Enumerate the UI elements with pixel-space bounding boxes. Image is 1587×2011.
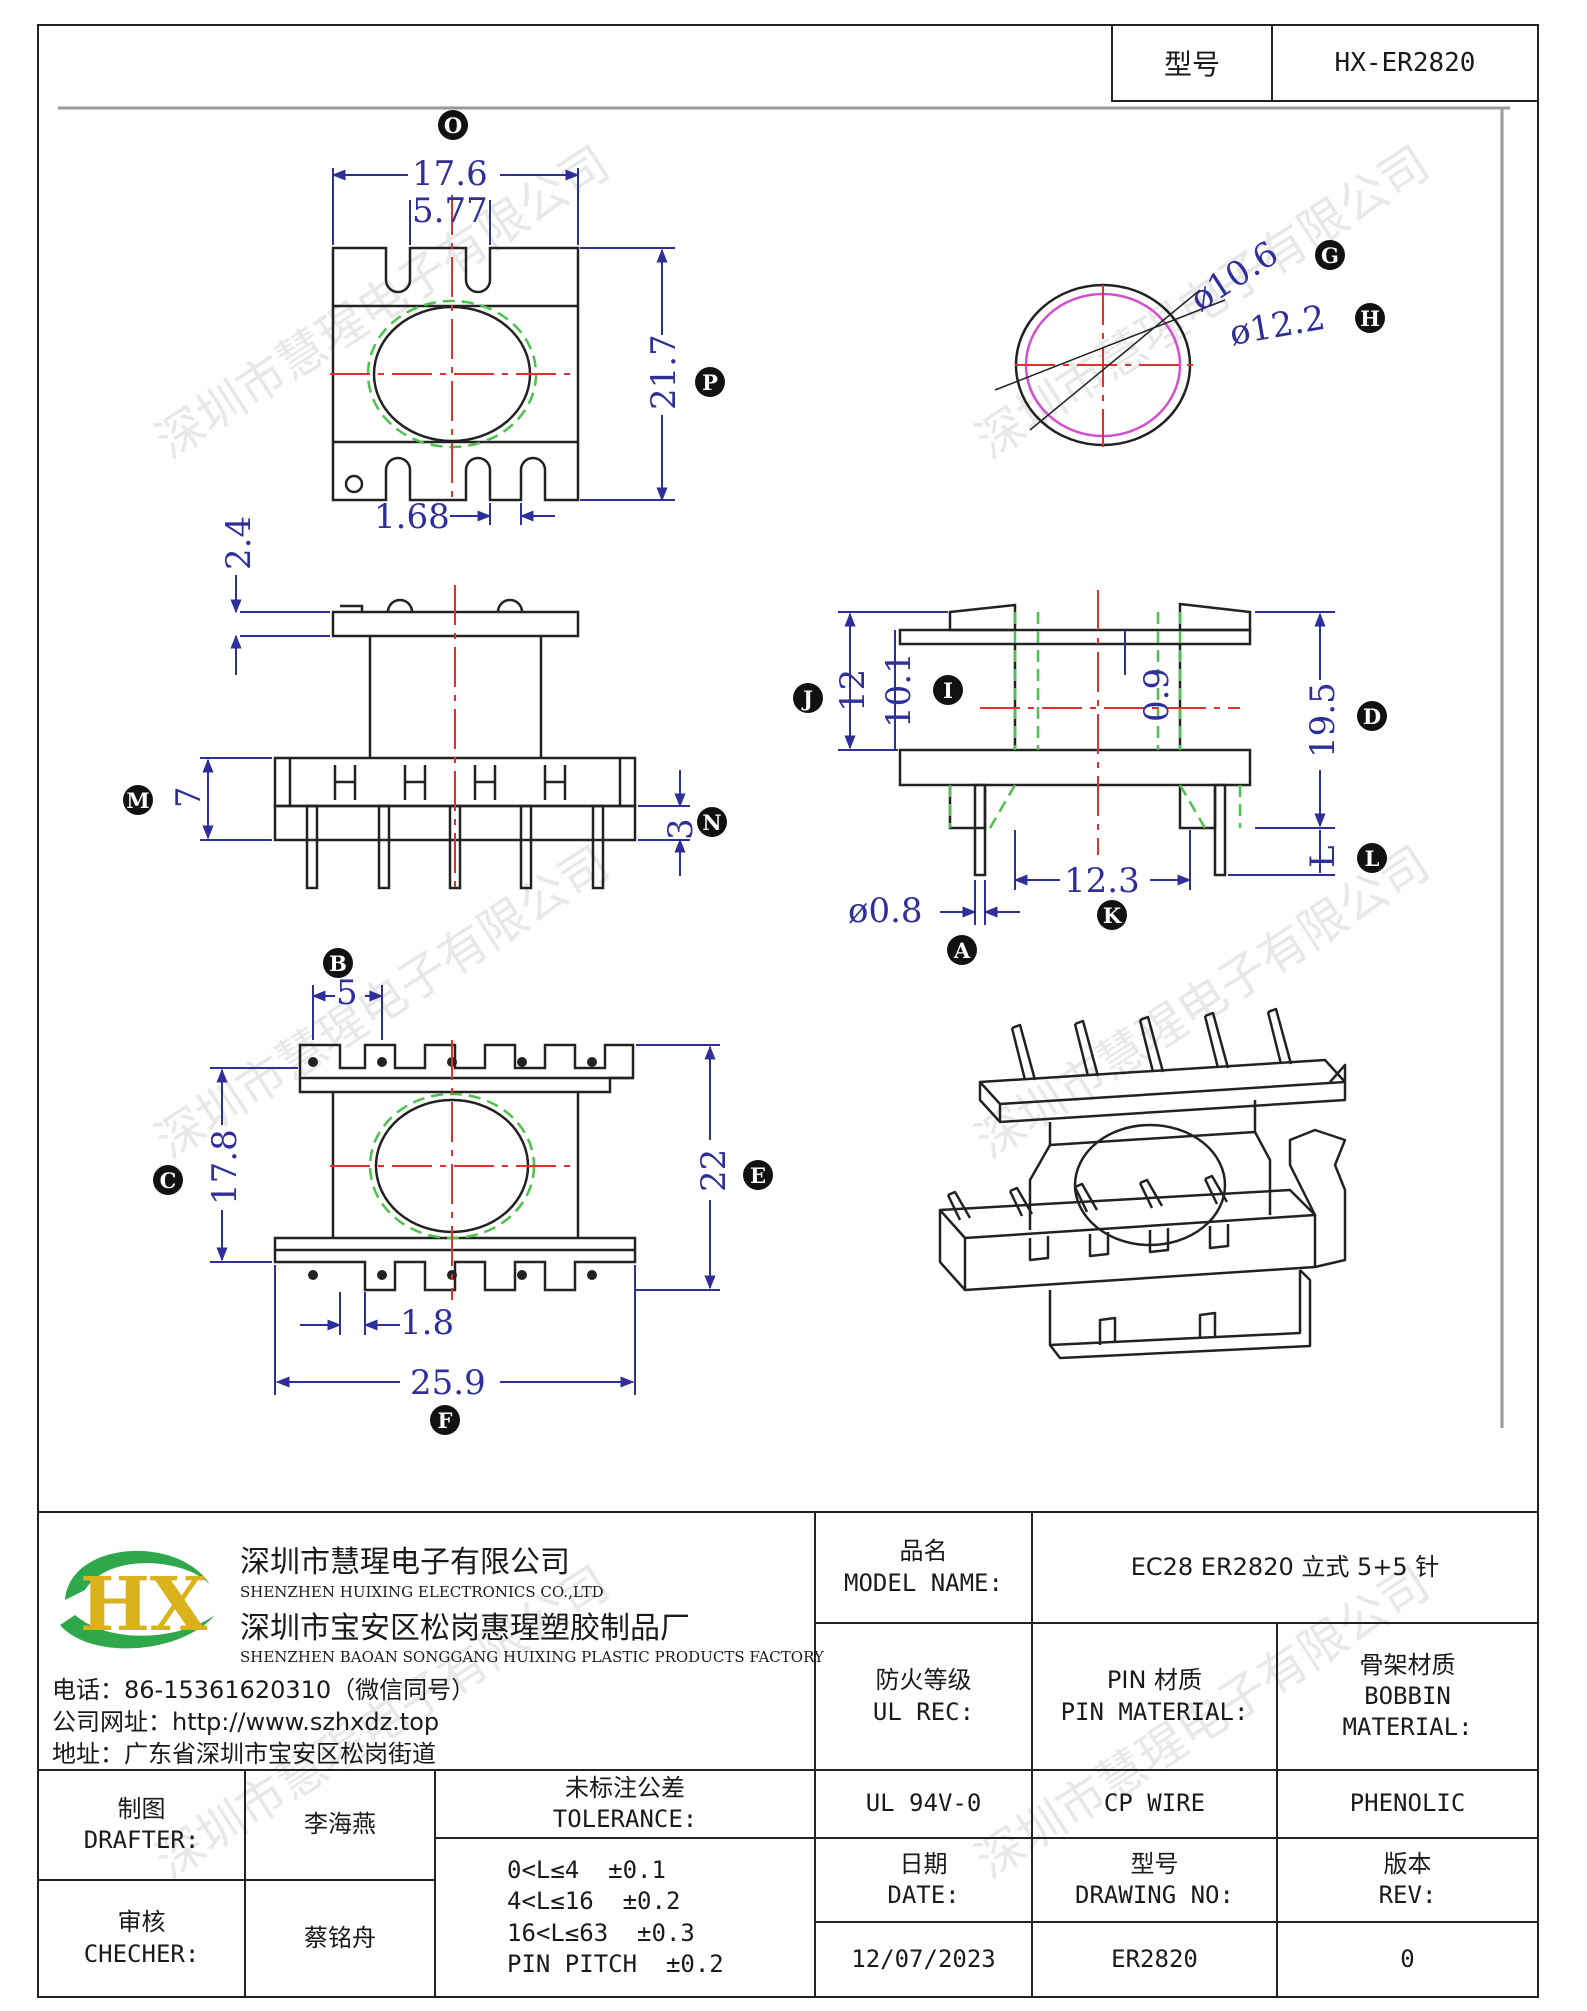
checker-name: 蔡铭舟 (304, 1923, 376, 1952)
date-value: 12/07/2023 (851, 1944, 996, 1973)
factory-name-en: SHENZHEN BAOAN SONGGANG HUIXING PLASTIC … (240, 1648, 824, 1666)
dim-bottom-length: 22 (694, 1149, 734, 1192)
reference-marker: E (743, 1160, 773, 1190)
header-model-value: HX-ER2820 (1334, 48, 1476, 78)
reference-marker: P (695, 367, 725, 397)
tolerance-list: 0<L≤4 ±0.1 4<L≤16 ±0.2 16<L≤63 ±0.3 PIN … (435, 1838, 815, 1997)
tolerance-row: 4<L≤16 ±0.2 (507, 1887, 681, 1916)
dim-side-span: 12.3 (1064, 861, 1140, 901)
company-address: 地址：广东省深圳市宝安区松岗街道 (52, 1740, 436, 1768)
dim-side-pindia: ø0.8 (848, 891, 923, 931)
dim-top-pingap: 1.68 (374, 497, 450, 537)
pin-material-label: PIN 材质 PIN MATERIAL: (1060, 1666, 1249, 1726)
dim-top-slot: 5.77 (412, 191, 488, 231)
bobbin-material-value: PHENOLIC (1349, 1789, 1466, 1818)
dim-bottom-pinw: 1.8 (400, 1303, 454, 1343)
reference-marker: I (933, 675, 963, 705)
dim-bottom-pitch: 5 (336, 973, 358, 1013)
company-logo: HX (50, 1530, 220, 1660)
reference-marker: L (1357, 843, 1387, 873)
drafter-name: 李海燕 (304, 1810, 376, 1839)
company-name-cn: 深圳市慧瑆电子有限公司 (240, 1545, 570, 1580)
dim-side-total: 19.5 (1303, 682, 1343, 758)
tolerance-label: 未标注公差 TOLERANCE: (552, 1773, 698, 1833)
header-model-label: 型号 (1163, 48, 1220, 81)
reference-marker: F (430, 1405, 460, 1435)
reference-marker: N (697, 807, 727, 837)
reference-marker: H (1355, 303, 1385, 333)
dim-top-height: 21.7 (644, 334, 684, 410)
checker-label: 审核 CHECHER: (83, 1908, 200, 1968)
reference-marker: J (793, 683, 823, 713)
logo-text: HX (80, 1562, 208, 1648)
ul-label: 防火等级 UL REC: (872, 1666, 975, 1726)
reference-marker: A (947, 935, 977, 965)
isometric-view (938, 1007, 1347, 1360)
reference-marker: B (323, 948, 353, 978)
revision-value: 0 (1400, 1944, 1415, 1973)
dim-side-wall: 0.9 (1137, 668, 1177, 722)
model-name-value: EC28 ER2820 立式 5+5 针 (1130, 1552, 1440, 1581)
tolerance-row: 16<L≤63 ±0.3 (507, 1918, 695, 1947)
tolerance-row: PIN PITCH ±0.2 (507, 1949, 724, 1978)
drawing-no-value: ER2820 (1111, 1944, 1198, 1973)
factory-name-cn: 深圳市宝安区松岗惠瑆塑胶制品厂 (240, 1611, 690, 1646)
dim-bottom-width: 25.9 (410, 1363, 486, 1403)
reference-marker: G (1315, 240, 1345, 270)
company-website: 公司网址：http://www.szhxdz.top (52, 1708, 440, 1736)
reference-marker: M (123, 785, 153, 815)
company-phone: 电话：86-15361620310（微信同号） (52, 1676, 476, 1704)
top-view-dims (331, 168, 675, 525)
dim-front-pinstep: 3 (661, 818, 701, 840)
reference-marker: D (1357, 701, 1387, 731)
model-name-label: 品名 MODEL NAME: (844, 1537, 1003, 1597)
drawing-no-label: 型号 DRAWING NO: (1075, 1849, 1234, 1909)
drafter-label: 制图 DRAFTER: (83, 1794, 200, 1854)
tolerance-row: 0<L≤4 ±0.1 (507, 1856, 666, 1885)
reference-marker: C (153, 1165, 183, 1195)
dim-side-pinlen: L (1303, 845, 1343, 868)
company-name-en: SHENZHEN HUIXING ELECTRONICS CO.,LTD (240, 1583, 604, 1601)
reference-marker: O (438, 110, 468, 140)
dim-top-width: 17.6 (412, 154, 488, 194)
header-box (1111, 24, 1539, 102)
bobbin-material-label: 骨架材质 BOBBIN MATERIAL: (1342, 1650, 1473, 1742)
dim-side-inner: 10.1 (879, 652, 919, 728)
pin-material-value: CP WIRE (1103, 1789, 1206, 1818)
dim-front-flange: 2.4 (219, 516, 259, 570)
revision-label: 版本 REV: (1378, 1849, 1437, 1909)
ul-value: UL 94V-0 (865, 1789, 982, 1818)
reference-marker: K (1097, 900, 1127, 930)
dim-front-base: 7 (169, 786, 209, 808)
circle-view (994, 283, 1226, 447)
dim-bottom-height: 17.8 (205, 1129, 245, 1205)
date-label: 日期 DATE: (887, 1849, 960, 1909)
dim-side-outer: 12 (833, 669, 873, 712)
outer-border (37, 24, 1539, 1998)
